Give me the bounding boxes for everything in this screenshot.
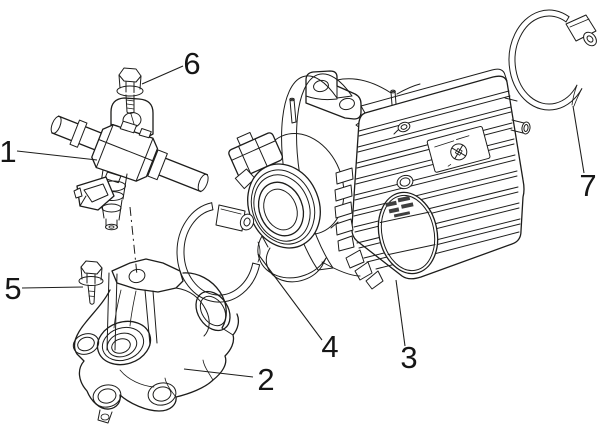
bolt-head [80, 260, 103, 275]
fuel-injector-assembly [50, 97, 209, 276]
cover-hole [396, 174, 414, 190]
callout-5: 5 [4, 271, 84, 306]
callout-7-label: 7 [579, 168, 596, 203]
callout-6-leader [141, 65, 184, 85]
manifold-bore [96, 320, 152, 366]
callout-1-leader [16, 150, 98, 161]
bracket-hole [313, 79, 329, 93]
manifold-top-flange [111, 258, 184, 293]
bolt-head [118, 67, 142, 83]
flange-bolt-top [116, 67, 144, 125]
callout-1: 1 [0, 134, 98, 169]
callout-3-label: 3 [400, 340, 417, 375]
callout-6: 6 [141, 46, 201, 85]
mounting-ears [72, 333, 177, 408]
fuel-pipe-tee [50, 115, 209, 193]
bolt-shank [87, 284, 96, 305]
callout-3: 3 [395, 279, 418, 375]
outlet-bell [257, 235, 327, 283]
hose-clamp-rear [508, 9, 597, 111]
callout-3-leader [395, 279, 406, 347]
bolt-flange [78, 276, 104, 286]
ecu-side-fins [334, 167, 384, 290]
illegible-plate-text [434, 135, 470, 148]
bracket-hole [339, 97, 355, 111]
logo-disc [377, 191, 439, 275]
throttle-body-assembly [228, 68, 531, 290]
clamp-screw-head [239, 213, 255, 231]
bottom-tab [97, 409, 113, 424]
intake-manifold [72, 258, 240, 424]
callout-4-leader [257, 253, 323, 341]
callout-4: 4 [257, 253, 339, 364]
callout-5-leader [21, 286, 84, 289]
nozzle-tip [105, 223, 118, 231]
illegible-logo-emboss [385, 195, 414, 218]
hose-clamp-front [176, 202, 261, 303]
mounting-bracket [305, 70, 362, 120]
clamp-band-tail [257, 241, 261, 263]
clamp-band-inner [514, 15, 578, 105]
body-top-contour [336, 78, 421, 95]
callout-7-leader [572, 105, 585, 174]
clamp-band-inner [183, 209, 254, 296]
flange-hole [128, 268, 146, 284]
callout-1-label: 1 [0, 134, 17, 169]
callouts: 1 2 3 4 5 6 7 [0, 46, 597, 397]
manifold-duct [175, 272, 234, 337]
callout-6-label: 6 [183, 46, 200, 81]
flange-bolt-left [78, 260, 104, 305]
cover-side-bolt [510, 119, 531, 135]
cover-front-screw [393, 121, 411, 135]
ecu-cover-face [351, 75, 525, 280]
callout-2: 2 [183, 362, 275, 397]
injector-connector [73, 176, 115, 211]
callout-7: 7 [572, 105, 597, 203]
top-pin-2 [289, 97, 297, 124]
body-bottom-edge [321, 261, 361, 277]
throttle-cylinder [281, 73, 353, 271]
clamp-screw-housing [215, 204, 246, 232]
clamp-band-outer [508, 9, 583, 111]
callout-2-label: 2 [257, 362, 274, 397]
callout-4-label: 4 [321, 329, 338, 364]
clamp-screw-head [583, 31, 597, 47]
clamp-band-tail [571, 84, 583, 107]
bolt-flange [116, 85, 144, 97]
cover-corner-step [504, 97, 518, 102]
clamp-band-outer [176, 202, 261, 303]
casting-lines [113, 289, 214, 398]
callout-5-label: 5 [4, 271, 21, 306]
callout-2-leader [183, 368, 254, 378]
ecu-label-plate [426, 125, 491, 173]
plate-screw [450, 143, 468, 161]
sensor-connector [228, 131, 283, 190]
